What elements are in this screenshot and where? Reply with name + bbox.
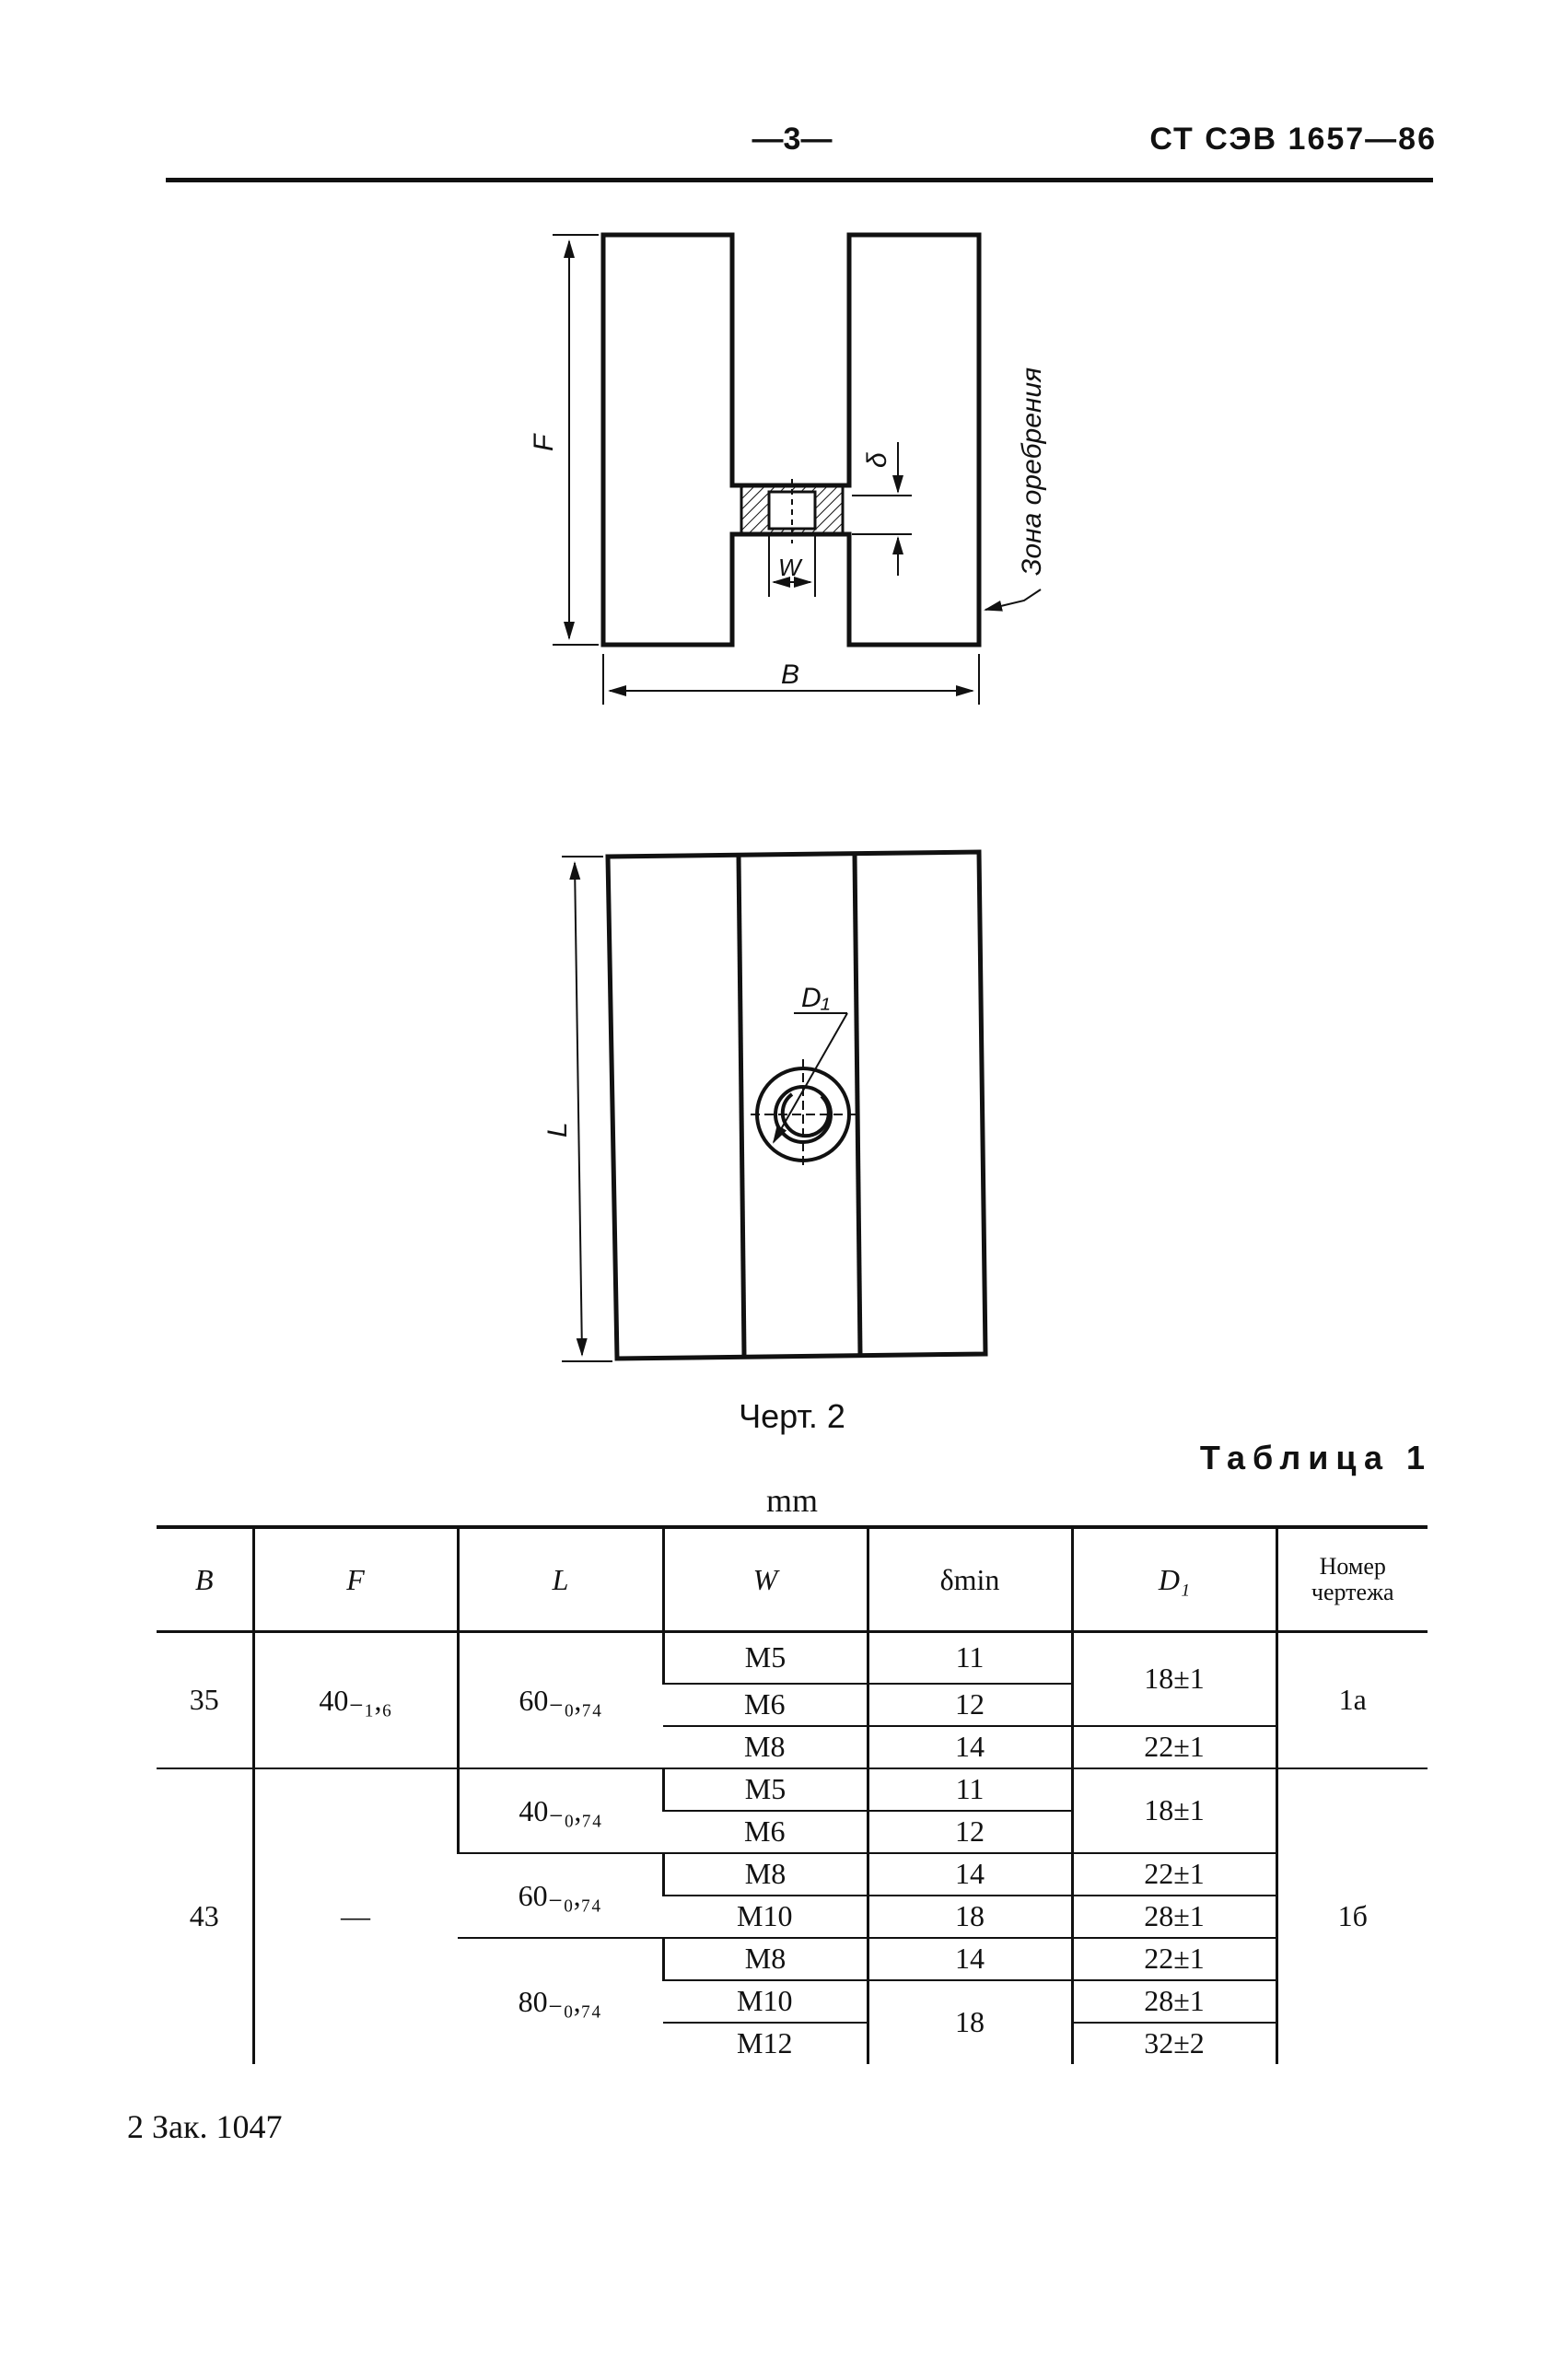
cell-f: — [251, 1768, 458, 2064]
plan-view [605, 849, 988, 1361]
cell-drawing-number: 1б [1275, 1768, 1428, 2064]
cell-delta-min: 14 [866, 1937, 1072, 1981]
table-row: 60₋₀,₇₄ M8 14 22±1 [157, 1852, 1428, 1939]
cell-w: M6 [663, 1683, 868, 1727]
header-w: W [661, 1525, 868, 1633]
cell-d1: 18±1 [1070, 1631, 1276, 1727]
cell-delta-min: 14 [866, 1725, 1072, 1769]
cell-d1: 22±1 [1070, 1852, 1276, 1896]
cell-delta-min: 14 [866, 1852, 1072, 1896]
table-row: M10 18 28±1 [157, 1895, 1428, 1939]
cell-w: M10 [663, 1895, 868, 1939]
dim-label-d1: D₁ [801, 983, 830, 1013]
table-header-row: B F L W δmin D₁ Номер чертежа [157, 1525, 1428, 1633]
table-row: M8 14 22±1 [157, 1725, 1428, 1769]
cell-drawing-number: 1а [1275, 1631, 1428, 1769]
table-units: mm [765, 1482, 818, 1519]
cell-w: M12 [737, 2026, 793, 2059]
cell-d1: 22±1 [1070, 1937, 1276, 1981]
cell-delta-min: 18 [866, 1895, 1072, 1939]
figure-caption: Черт. 2 [739, 1397, 845, 1435]
header-drawing-number: Номер чертежа [1275, 1525, 1428, 1633]
cell-d1: 18±1 [1070, 1768, 1276, 1854]
cell-w: M5 [661, 1631, 868, 1685]
cell-l: 80₋₀,₇₄ [518, 1984, 601, 2018]
h-profile-view [600, 232, 982, 648]
footer-order-number: 2 Зак. 1047 [127, 2108, 283, 2145]
cell-d1: 32±2 [1070, 2022, 1276, 2064]
table-row: 80₋₀,₇₄ M8 14 22±1 [157, 1937, 1428, 2018]
cell-w: M8 [661, 1852, 868, 1896]
cell-d1: 28±1 [1070, 1979, 1276, 2024]
header-l: L [456, 1525, 663, 1633]
cell-f: 40₋₁,₆ [251, 1631, 458, 1769]
cell-delta-min: 11 [866, 1768, 1072, 1812]
standard-designation: СТ СЭВ 1657—86 [1149, 122, 1437, 157]
dimensions-table: B F L W δmin D₁ Номер чертежа 35 40₋₁,₆ … [157, 1525, 1428, 2064]
cell-d1: 22±1 [1070, 1725, 1276, 1769]
header-d1: D₁ [1070, 1525, 1276, 1633]
cell-delta-min: 18 [866, 1979, 1072, 2064]
header-delta-min: δmin [866, 1525, 1072, 1633]
dim-label-b: B [781, 659, 799, 690]
zone-label: Зона оребрения [1017, 368, 1047, 576]
table-row: M6 12 [157, 1810, 1428, 1854]
cell-delta-min: 11 [866, 1631, 1072, 1685]
table-row: M12 32±2 [157, 2022, 1428, 2064]
table-row: M6 12 [157, 1683, 1428, 1727]
cell-w: M8 [663, 1725, 868, 1769]
header-f: F [251, 1525, 458, 1633]
cell-b: 43 [189, 1899, 219, 1932]
cell-w: M8 [661, 1937, 868, 1981]
plan-view-dimensions [562, 856, 848, 1362]
page-number: —3— [752, 122, 833, 157]
dim-label-w: W [778, 554, 803, 581]
cell-b: 35 [157, 1631, 253, 1769]
technical-drawing: F B W δ Зона оребрения L D₁ [529, 232, 1047, 1362]
cell-l: 40₋₀,₇₄ [456, 1768, 663, 1854]
cell-delta-min: 12 [866, 1683, 1072, 1727]
cell-l: 60₋₀,₇₄ [456, 1631, 663, 1769]
cell-w: M5 [661, 1768, 868, 1812]
cell-delta-min: 12 [866, 1810, 1072, 1854]
table-row: M10 18 28±1 [157, 1979, 1428, 2064]
cell-w: M6 [663, 1810, 868, 1854]
table-row: 35 40₋₁,₆ 60₋₀,₇₄ M5 11 18±1 1а [157, 1631, 1428, 1769]
dim-label-l: L [542, 1122, 573, 1138]
cell-d1: 28±1 [1070, 1895, 1276, 1939]
cell-w: M10 [663, 1979, 868, 2024]
header-b: B [157, 1525, 253, 1633]
table-title: Таблица 1 [1199, 1439, 1432, 1476]
table-row: 43 — 40₋₀,₇₄ M5 11 18±1 1б [157, 1768, 1428, 2064]
cell-l: 60₋₀,₇₄ [458, 1852, 663, 1939]
header-rule [166, 178, 1433, 182]
dim-label-f: F [529, 433, 559, 451]
h-profile-dimensions [553, 234, 1042, 705]
dim-label-delta: δ [862, 452, 892, 468]
